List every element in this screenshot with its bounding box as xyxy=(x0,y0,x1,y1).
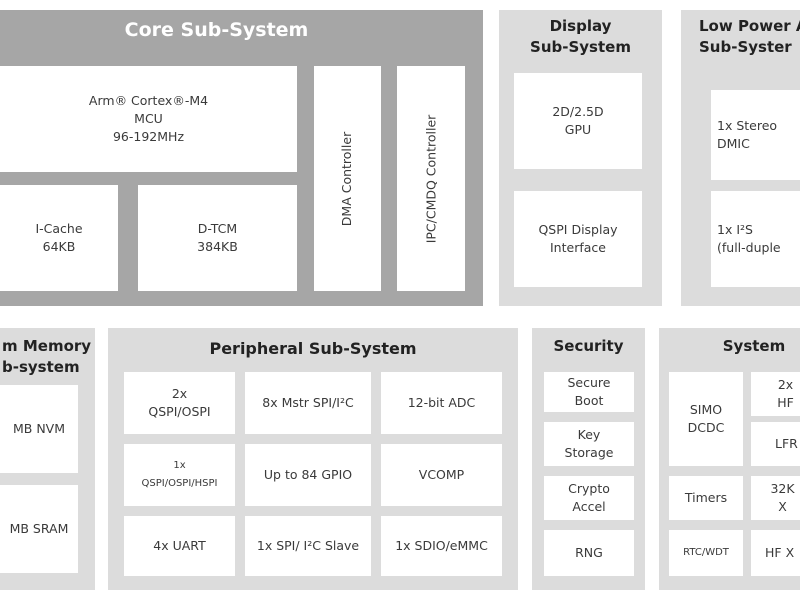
secure-boot-block: Secure Boot xyxy=(544,372,634,412)
peripheral-subsystem-title: Peripheral Sub-System xyxy=(209,339,417,358)
security-title: Security xyxy=(553,337,624,355)
peripheral-qspi-hspi-block: 1x QSPI/OSPI/HSPI xyxy=(124,444,235,506)
dma-controller-label: DMA Controller xyxy=(339,131,355,226)
rtc-wdt-block: RTC/WDT xyxy=(669,530,743,576)
dtcm-block: D-TCM 384KB xyxy=(138,185,297,291)
gpu-block: 2D/2.5D GPU xyxy=(514,73,642,169)
peripheral-gpio-block: Up to 84 GPIO xyxy=(245,444,371,506)
peripheral-vcomp-block: VCOMP xyxy=(381,444,502,506)
timers-block: Timers xyxy=(669,476,743,520)
peripheral-qspi-ospi-block: 2x QSPI/OSPI xyxy=(124,372,235,434)
peripheral-spi-slave-block: 1x SPI/ I²C Slave xyxy=(245,516,371,576)
security-panel: Security Secure Boot Key Storage Crypto … xyxy=(532,328,645,590)
icache-block: I-Cache 64KB xyxy=(0,185,118,291)
memory-subsystem-title: m Memory b-system xyxy=(2,337,92,376)
dma-controller-block: DMA Controller xyxy=(314,66,381,291)
key-storage-block: Key Storage xyxy=(544,422,634,466)
ipc-controller-label: IPC/CMDQ Controller xyxy=(423,114,439,243)
hf-xtal-block: HF X xyxy=(751,530,800,576)
sram-block: MB SRAM xyxy=(0,485,78,573)
system-panel: System SIMO DCDC Timers RTC/WDT 2x HF LF… xyxy=(659,328,800,590)
lf-rc-block: LFR xyxy=(751,422,800,466)
low-power-audio-panel: Low Power Au Sub-Syster 1x Stereo DMIC 1… xyxy=(681,10,800,306)
core-subsystem-title: Core Sub-System xyxy=(124,19,309,41)
peripheral-uart-block: 4x UART xyxy=(124,516,235,576)
ipc-controller-block: IPC/CMDQ Controller xyxy=(397,66,465,291)
peripheral-adc-block: 12-bit ADC xyxy=(381,372,502,434)
stereo-dmic-block: 1x Stereo DMIC xyxy=(711,90,800,180)
display-subsystem-panel: Display Sub-System 2D/2.5D GPU QSPI Disp… xyxy=(499,10,662,306)
nvm-block: MB NVM xyxy=(0,385,78,473)
mcu-block: Arm® Cortex®-M4 MCU 96-192MHz xyxy=(0,66,297,172)
crypto-accel-block: Crypto Accel xyxy=(544,476,634,520)
low-power-audio-title: Low Power Au Sub-Syster xyxy=(699,17,800,56)
display-subsystem-title: Display Sub-System xyxy=(530,17,631,56)
qspi-display-block: QSPI Display Interface xyxy=(514,191,642,287)
rng-block: RNG xyxy=(544,530,634,576)
hf-rc-block: 2x HF xyxy=(751,372,800,416)
khz-xtal-block: 32K X xyxy=(751,476,800,520)
core-subsystem-panel: Core Sub-System Arm® Cortex®-M4 MCU 96-1… xyxy=(0,10,483,306)
peripheral-sdio-block: 1x SDIO/eMMC xyxy=(381,516,502,576)
i2s-block: 1x I²S (full-duple xyxy=(711,191,800,287)
system-title: System xyxy=(722,337,786,355)
memory-subsystem-panel: m Memory b-system MB NVM MB SRAM xyxy=(0,328,95,590)
simo-dcdc-block: SIMO DCDC xyxy=(669,372,743,466)
peripheral-mstr-spi-block: 8x Mstr SPI/I²C xyxy=(245,372,371,434)
peripheral-subsystem-panel: Peripheral Sub-System 2x QSPI/OSPI 8x Ms… xyxy=(108,328,518,590)
